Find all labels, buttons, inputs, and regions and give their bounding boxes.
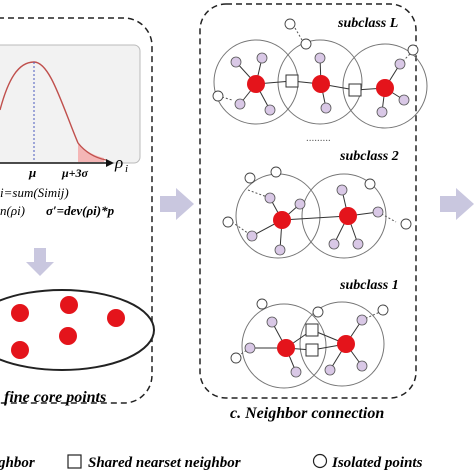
middle-panel-border <box>199 3 417 399</box>
formula-threshold-right: σ′=dev(ρi)*p <box>46 203 115 218</box>
subclass-group <box>241 301 385 389</box>
formula-threshold-left: n(ρi) <box>0 203 25 218</box>
down-arrow-icon <box>26 248 54 276</box>
left-caption: fine core points <box>4 389 106 406</box>
subclass-label: subclass 2 <box>339 149 399 164</box>
density-curve <box>0 61 107 161</box>
subclass-group <box>235 173 387 259</box>
shared-neighbor-marker <box>285 74 299 88</box>
legend-neighbor-label: ghbor <box>0 455 35 471</box>
neighborhood-circle <box>299 301 385 387</box>
neighbor-points <box>230 52 410 118</box>
shared-neighbor-marker <box>305 343 319 357</box>
legend: ghbor Shared nearset neighbor Isolated p… <box>0 453 423 471</box>
rho-axis-subscript: i <box>125 163 128 175</box>
core-points <box>247 75 394 97</box>
dotted-links <box>221 27 411 101</box>
neighborhood-circle <box>241 303 327 389</box>
subclass-label: subclass L <box>337 16 398 31</box>
rho-axis-label: ρ <box>114 153 123 172</box>
neighborhood-circle <box>342 43 428 129</box>
left-panel-border <box>0 17 153 404</box>
isolated-points <box>222 166 412 230</box>
shared-neighbor-marker <box>348 83 362 97</box>
core-point <box>59 327 77 345</box>
neighbor-points <box>246 184 384 256</box>
core-point <box>11 341 29 359</box>
subclass-label: subclass 1 <box>339 278 399 293</box>
middle-panel: subclass L <box>199 3 428 422</box>
legend-isolated-label: Isolated points <box>331 455 423 471</box>
isolated-points <box>230 298 389 364</box>
right-arrow-icon <box>160 188 194 220</box>
middle-caption: c. Neighbor connection <box>230 405 384 422</box>
neighbor-points <box>244 314 368 378</box>
left-panel: μ μ+3σ ρ i i=sum(Simij) n(ρi) σ′=dev(ρi)… <box>0 17 155 406</box>
core-point <box>107 309 125 327</box>
mu3sigma-label: μ+3σ <box>61 166 89 180</box>
isolated-point-circle-icon <box>312 453 328 469</box>
core-point <box>60 296 78 314</box>
isolated-points <box>212 18 419 102</box>
ellipsis: ......... <box>306 132 331 144</box>
distribution-plot-box <box>0 44 141 164</box>
legend-shared-label: Shared nearset neighbor <box>88 455 241 471</box>
formula-density: i=sum(Simij) <box>0 185 69 200</box>
core-points <box>277 335 355 357</box>
core-points <box>273 207 357 229</box>
core-point <box>11 304 29 322</box>
shared-neighbor-square-icon <box>67 454 82 469</box>
right-arrow-icon <box>440 188 474 220</box>
shared-neighbor-marker <box>305 323 319 337</box>
x-axis-arrow-icon <box>106 159 114 167</box>
mu-label: μ <box>28 165 36 180</box>
